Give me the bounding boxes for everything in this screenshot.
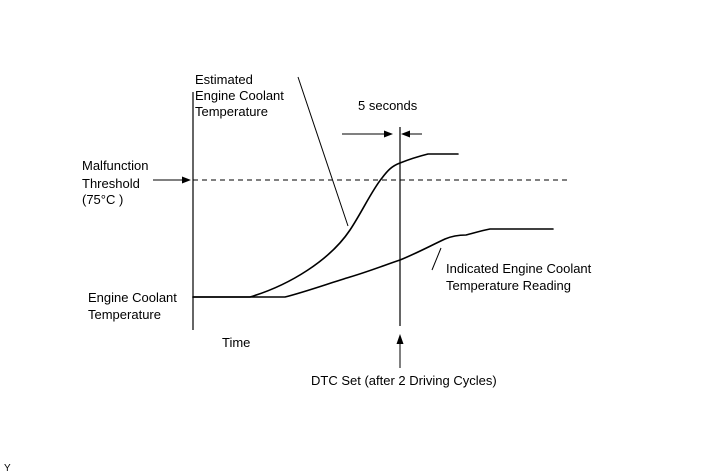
ect-label-line1: Engine Coolant (88, 290, 177, 305)
threshold-pointer-arrowhead (182, 176, 191, 184)
indicated-leader-line (431, 247, 442, 271)
five-seconds-left-arrowhead (384, 130, 393, 138)
dtc-set-label: DTC Set (after 2 Driving Cycles) (311, 373, 497, 388)
dtc-arrow-arrowhead (396, 334, 404, 344)
ect-label-line2: Temperature (88, 307, 161, 322)
indicated-label-line2: Temperature Reading (446, 278, 571, 293)
estimated-label-line1: Estimated (195, 72, 253, 87)
estimated-leader-line (297, 76, 349, 227)
malfunction-label-line2: Threshold (82, 176, 140, 191)
time-label: Time (222, 335, 250, 350)
indicated-label-line1: Indicated Engine Coolant (446, 261, 592, 276)
indicated-temperature-curve (192, 228, 554, 298)
malfunction-label-line1: Malfunction (82, 158, 148, 173)
malfunction-label-line3: (75°C ) (82, 192, 123, 207)
five-seconds-right-arrowhead (401, 130, 410, 138)
corner-mark: Y (4, 463, 11, 474)
five-seconds-label: 5 seconds (358, 98, 418, 113)
estimated-temperature-curve (192, 153, 459, 298)
estimated-label-line3: Temperature (195, 104, 268, 119)
estimated-label-line2: Engine Coolant (195, 88, 284, 103)
